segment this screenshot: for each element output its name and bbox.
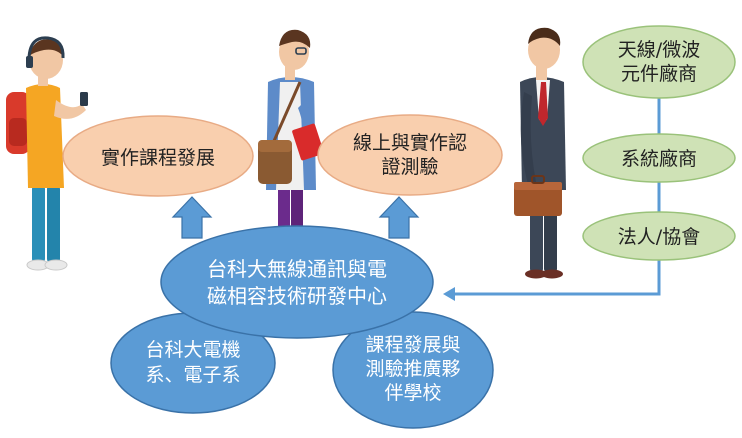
dept-node: 台科大電機 系、電子系 [110, 312, 276, 414]
partner-label-line3: 伴學校 [384, 382, 441, 404]
industry-connector [443, 96, 661, 301]
legal-association-label: 法人/協會 [618, 226, 700, 248]
system-vendor-node: 系統廠商 [582, 133, 736, 183]
system-vendor-label: 系統廠商 [621, 147, 697, 170]
dept-label-line2: 系、電子系 [145, 364, 240, 386]
practice-course-node: 實作課程發展 [62, 115, 254, 197]
partner-label-line1: 課程發展與 [365, 334, 460, 356]
antenna-vendor-node: 天線/微波 元件廠商 [582, 25, 736, 99]
online-cert-label-line1: 線上與實作認 [353, 132, 467, 154]
research-center-label-line2: 磁相容技術研發中心 [207, 284, 387, 308]
up-arrow-left [171, 196, 213, 239]
left-arrow-head [443, 287, 455, 301]
research-center-node: 台科大無線通訊與電 磁相容技術研發中心 [160, 225, 434, 339]
dept-label-line1: 台科大電機 [145, 339, 240, 361]
legal-association-node: 法人/協會 [582, 211, 736, 261]
partner-label-line2: 測驗推廣夥 [365, 358, 460, 380]
antenna-vendor-label-line2: 元件廠商 [621, 62, 697, 85]
online-cert-node: 線上與實作認 證測驗 [317, 114, 503, 196]
research-center-label-line1: 台科大無線通訊與電 [207, 257, 387, 281]
businessman-figure [514, 27, 566, 279]
student-phone-figure [6, 36, 88, 271]
practice-course-label: 實作課程發展 [101, 147, 215, 169]
up-arrow-right [378, 196, 420, 239]
antenna-vendor-label-line1: 天線/微波 [618, 39, 700, 61]
online-cert-label-line2: 證測驗 [381, 156, 438, 178]
